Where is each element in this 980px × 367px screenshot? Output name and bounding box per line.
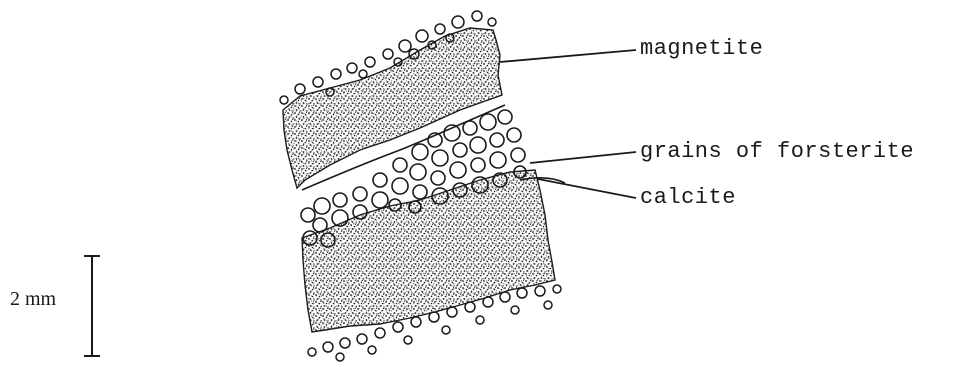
- magnetite-label: magnetite: [640, 36, 763, 61]
- scale-bar: [84, 256, 100, 356]
- forsterite-leader: [530, 152, 636, 163]
- forsterite-label: grains of forsterite: [640, 139, 914, 164]
- lower-magnetite-band: [302, 170, 555, 332]
- calcite-label: calcite: [640, 185, 736, 210]
- scale-bar-label: 2 mm: [10, 288, 56, 311]
- calcite-leader: [538, 179, 636, 198]
- magnetite-leader: [500, 50, 636, 62]
